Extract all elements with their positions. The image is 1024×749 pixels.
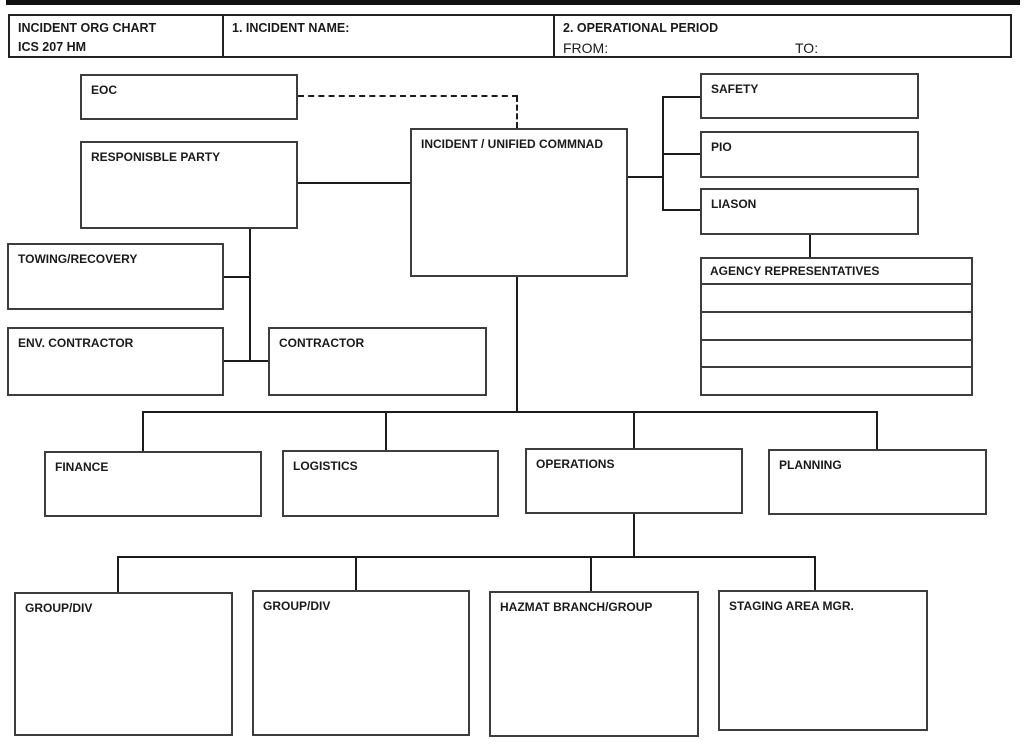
box-hazmat-branch-group: HAZMAT BRANCH/GROUP: [489, 591, 699, 737]
connector-stub-liaison: [662, 209, 700, 211]
box-eoc: EOC: [80, 74, 298, 120]
box-group-div-2: GROUP/DIV: [252, 590, 470, 736]
connector-drop-hazmat: [590, 556, 592, 591]
box-group-div-2-label: GROUP/DIV: [263, 599, 331, 613]
connector-stub-pio: [662, 153, 700, 155]
box-env-contractor-label: ENV. CONTRACTOR: [18, 336, 134, 350]
box-logistics-label: LOGISTICS: [293, 459, 358, 473]
connector-drop-group-div-2: [355, 556, 357, 590]
box-pio-label: PIO: [711, 140, 732, 154]
box-incident-unified-command: INCIDENT / UNIFIED COMMNAD: [410, 128, 628, 277]
box-contractor: CONTRACTOR: [268, 327, 487, 396]
connector-eoc-to-command-dashed-h: [298, 95, 518, 97]
connector-drop-finance: [142, 411, 144, 451]
operational-period-row: FROM: TO:: [563, 38, 1002, 58]
box-safety: SAFETY: [700, 73, 919, 119]
agency-rep-blank-row[interactable]: [702, 368, 971, 394]
agency-representatives-table: AGENCY REPRESENTATIVES: [700, 257, 973, 396]
box-towing-recovery-label: TOWING/RECOVERY: [18, 252, 138, 266]
box-eoc-label: EOC: [91, 83, 118, 97]
box-responsible-party: RESPONISBLE PARTY: [80, 141, 298, 229]
box-safety-label: SAFETY: [711, 82, 759, 96]
incident-name-label: 1. INCIDENT NAME:: [232, 21, 350, 35]
connector-sections-horizontal: [143, 411, 878, 413]
box-liaison-label: LIASON: [711, 197, 757, 211]
agency-rep-blank-row[interactable]: [702, 285, 971, 313]
connector-drop-logistics: [385, 411, 387, 450]
box-finance-label: FINANCE: [55, 460, 109, 474]
connector-responsible-party-to-command: [296, 182, 410, 184]
form-title-line1: INCIDENT ORG CHART: [18, 21, 157, 35]
form-title-cell: INCIDENT ORG CHART ICS 207 HM: [10, 16, 224, 56]
form-header: INCIDENT ORG CHART ICS 207 HM 1. INCIDEN…: [8, 14, 1012, 58]
connector-liaison-to-agency-reps: [809, 233, 811, 257]
to-label: TO:: [795, 40, 819, 56]
agency-representatives-header: AGENCY REPRESENTATIVES: [702, 259, 971, 285]
box-planning-label: PLANNING: [779, 458, 842, 472]
box-contractor-label: CONTRACTOR: [279, 336, 365, 350]
box-logistics: LOGISTICS: [282, 450, 499, 517]
box-responsible-party-label: RESPONISBLE PARTY: [91, 150, 221, 164]
box-planning: PLANNING: [768, 449, 987, 515]
connector-drop-operations: [633, 411, 635, 448]
incident-name-cell: 1. INCIDENT NAME:: [224, 16, 555, 56]
box-staging-area-mgr-label: STAGING AREA MGR.: [729, 599, 854, 613]
box-group-div-1: GROUP/DIV: [14, 592, 233, 736]
operational-period-label: 2. OPERATIONAL PERIOD: [563, 21, 719, 35]
box-group-div-1-label: GROUP/DIV: [25, 601, 93, 615]
connector-groups-horizontal: [118, 556, 816, 558]
box-incident-unified-command-label: INCIDENT / UNIFIED COMMNAD: [421, 137, 603, 151]
agency-rep-blank-row[interactable]: [702, 312, 971, 341]
box-operations: OPERATIONS: [525, 448, 743, 514]
connector-command-down: [516, 277, 518, 413]
box-hazmat-branch-group-label: HAZMAT BRANCH/GROUP: [500, 600, 653, 614]
connector-env-contractor-to-contractor: [222, 360, 268, 362]
box-staging-area-mgr: STAGING AREA MGR.: [718, 590, 928, 731]
from-label: FROM:: [563, 40, 609, 56]
box-towing-recovery: TOWING/RECOVERY: [7, 243, 224, 310]
box-finance: FINANCE: [44, 451, 262, 517]
connector-drop-group-div-1: [117, 556, 119, 592]
operational-period-cell: 2. OPERATIONAL PERIOD FROM: TO:: [555, 16, 1010, 56]
box-operations-label: OPERATIONS: [536, 457, 615, 471]
connector-drop-staging: [814, 556, 816, 590]
scan-edge-bar: [6, 0, 1020, 5]
connector-responsible-party-down: [249, 229, 251, 362]
connector-stub-safety: [662, 96, 700, 98]
connector-operations-down: [633, 514, 635, 557]
connector-towing-stub: [222, 276, 251, 278]
box-pio: PIO: [700, 131, 919, 178]
box-env-contractor: ENV. CONTRACTOR: [7, 327, 224, 396]
form-title-line2: ICS 207 HM: [18, 40, 87, 54]
connector-drop-planning: [876, 411, 878, 449]
agency-rep-blank-row[interactable]: [702, 340, 971, 369]
box-liaison: LIASON: [700, 188, 919, 235]
connector-eoc-to-command-dashed-v: [516, 96, 518, 128]
connector-command-to-staff: [626, 176, 664, 178]
